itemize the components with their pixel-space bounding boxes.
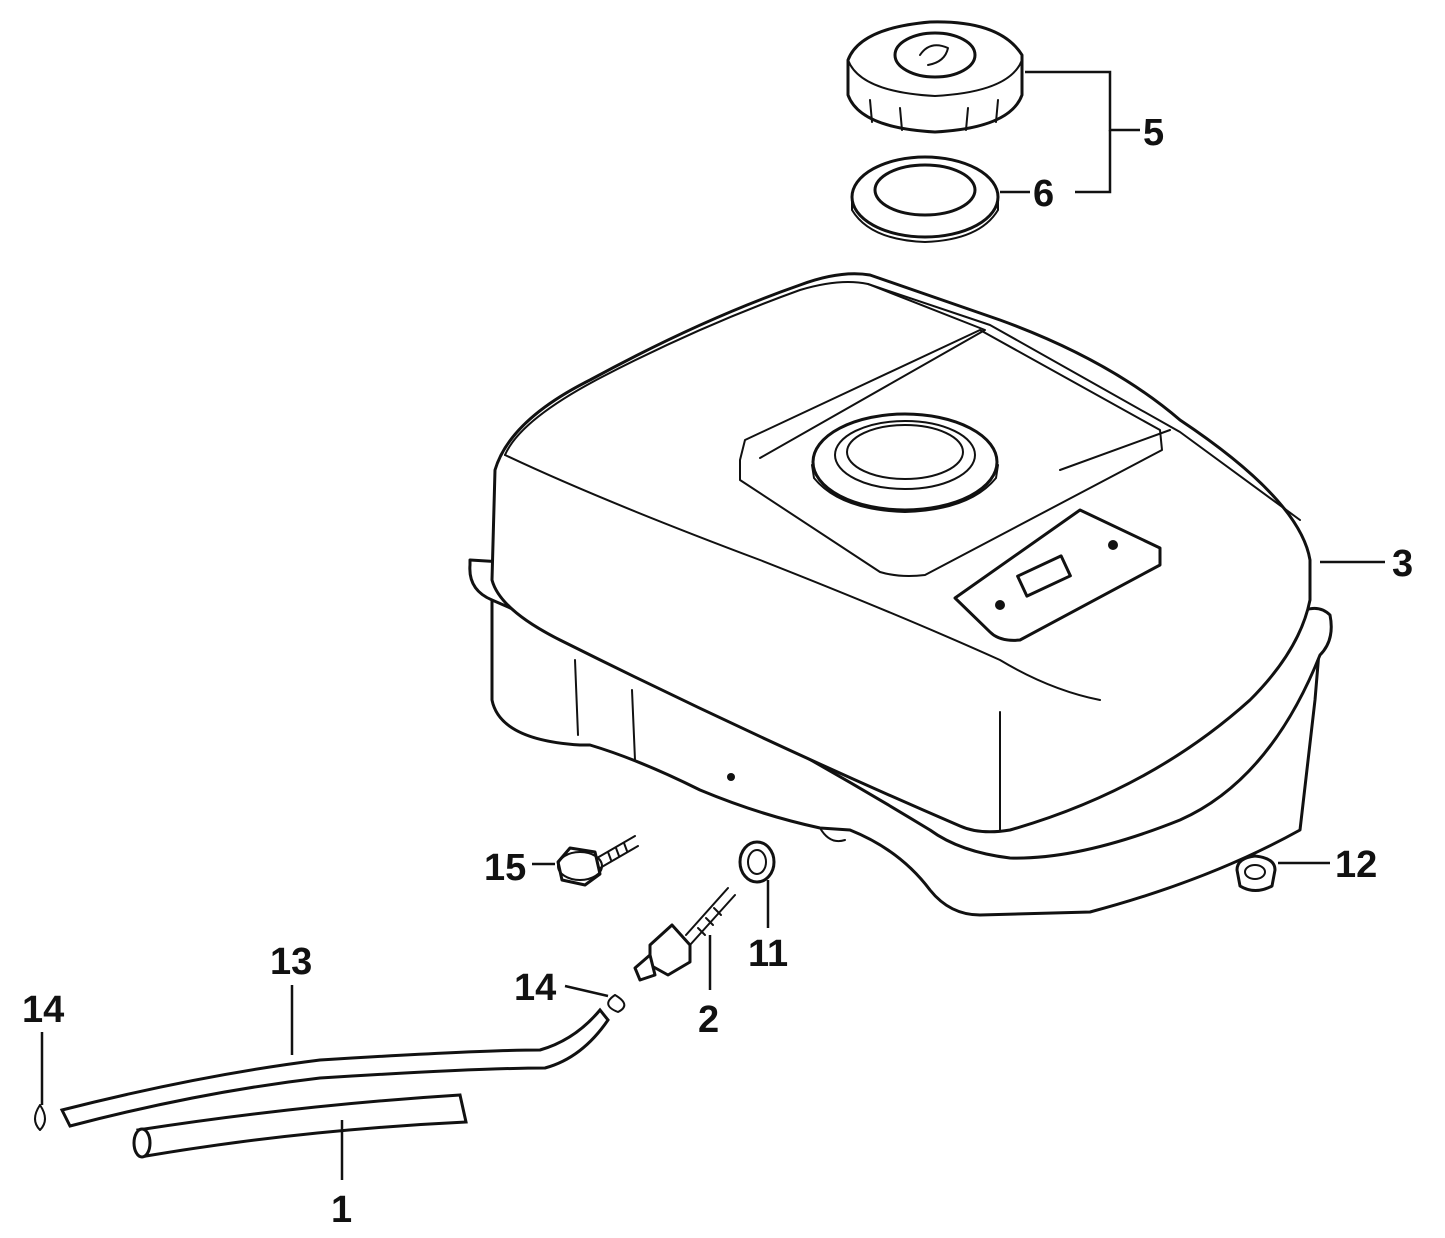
fuel-tank [468, 272, 1333, 917]
callout-12: 12 [1335, 844, 1377, 886]
fuel-valve [633, 887, 736, 982]
callout-3: 3 [1392, 543, 1413, 585]
flange-bolt [556, 835, 639, 887]
callout-2: 2 [698, 999, 719, 1041]
tube [132, 1093, 468, 1159]
callout-14-right: 14 [514, 967, 556, 1009]
callout-15: 15 [484, 847, 526, 889]
callout-5: 5 [1143, 112, 1164, 154]
cap-gasket [850, 155, 1000, 243]
callout-14-left: 14 [22, 989, 64, 1031]
plug [1235, 854, 1277, 892]
fuel-tube [59, 1007, 610, 1128]
callout-11: 11 [748, 933, 788, 975]
leader-lines [40, 70, 1385, 1180]
callout-6: 6 [1033, 173, 1054, 215]
callout-1: 1 [331, 1189, 352, 1231]
tube-clip-left [34, 1104, 46, 1131]
washer [738, 840, 776, 884]
tube-clip-right [607, 994, 626, 1013]
callout-13: 13 [270, 941, 312, 983]
filler-cap [846, 20, 1024, 134]
